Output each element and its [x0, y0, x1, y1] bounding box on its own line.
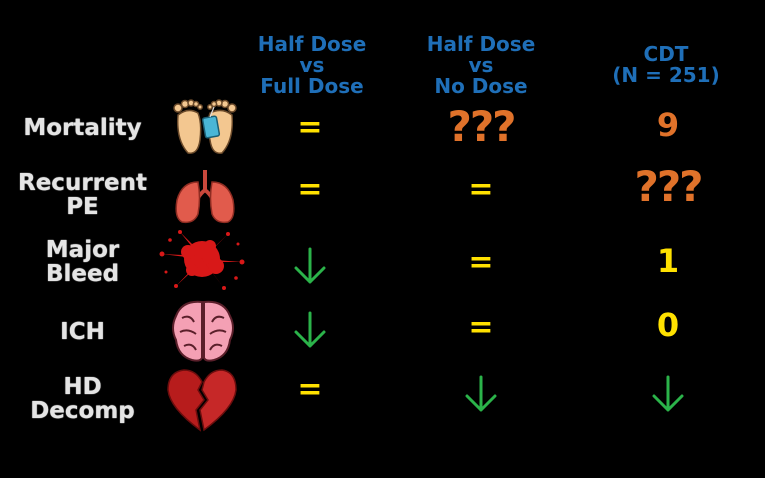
header-line: Half Dose — [426, 32, 536, 56]
header-cdt: CDT (N = 251) — [586, 44, 746, 86]
cell-hd-decomp-half-vs-full: = — [297, 372, 323, 407]
cell-recurrent-pe-half-vs-full: = — [297, 172, 323, 207]
cell-mortality-half-vs-none: ??? — [447, 102, 516, 151]
header-line: vs — [299, 53, 325, 77]
header-line: No Dose — [434, 74, 528, 98]
row-label-line: Mortality — [23, 115, 142, 141]
row-label-mortality: Mortality — [10, 116, 155, 140]
header-line: CDT — [643, 42, 689, 66]
row-label-line: Major — [45, 237, 120, 263]
blood-splatter-icon — [159, 230, 245, 290]
cell-recurrent-pe-half-vs-none: = — [468, 172, 494, 207]
row-label-line: PE — [66, 194, 99, 220]
brain-icon — [172, 300, 234, 362]
cell-mortality-cdt: 9 — [656, 106, 680, 144]
row-label-line: Bleed — [45, 261, 120, 287]
cell-major-bleed-half-vs-none: = — [468, 245, 494, 280]
row-label-major-bleed: Major Bleed — [10, 238, 155, 286]
row-label-recurrent-pe: Recurrent PE — [10, 171, 155, 219]
down-arrow-icon — [652, 375, 684, 412]
cell-major-bleed-half-vs-full — [235, 246, 385, 290]
header-line: Half Dose — [257, 32, 367, 56]
cell-ich-half-vs-none: = — [468, 310, 494, 345]
broken-heart-icon — [167, 369, 237, 432]
cell-hd-decomp-cdt — [593, 374, 743, 418]
cell-mortality-half-vs-full: = — [297, 110, 323, 145]
row-label-hd-decomp: HD Decomp — [10, 375, 155, 423]
row-label-line: ICH — [60, 319, 105, 345]
header-half-vs-none: Half Dose vs No Dose — [401, 34, 561, 97]
row-label-line: Decomp — [30, 398, 135, 424]
toe-tag-feet-icon — [173, 99, 237, 154]
cell-recurrent-pe-cdt: ??? — [634, 162, 703, 211]
cell-ich-half-vs-full — [235, 310, 385, 354]
row-label-ich: ICH — [10, 320, 155, 344]
row-label-line: Recurrent — [18, 170, 147, 196]
down-arrow-icon — [294, 311, 326, 348]
header-half-vs-full: Half Dose vs Full Dose — [232, 34, 392, 97]
cell-ich-cdt: 0 — [656, 306, 680, 344]
cell-major-bleed-cdt: 1 — [656, 242, 680, 280]
row-label-line: HD — [63, 374, 102, 400]
down-arrow-icon — [465, 375, 497, 412]
lungs-icon — [175, 170, 235, 224]
cell-hd-decomp-half-vs-none — [406, 374, 556, 418]
down-arrow-icon — [294, 247, 326, 284]
header-line: (N = 251) — [612, 63, 720, 87]
header-line: Full Dose — [260, 74, 364, 98]
header-line: vs — [468, 53, 494, 77]
